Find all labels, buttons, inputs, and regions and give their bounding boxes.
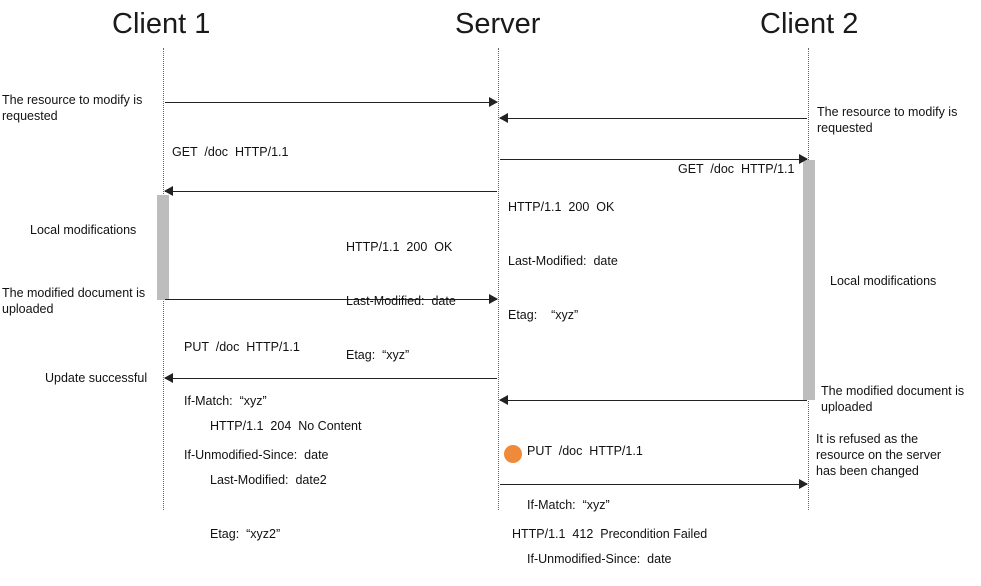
message-line: Last-Modified: date (346, 294, 456, 308)
client2-title: Client 2 (760, 8, 859, 40)
message-line: PUT /doc HTTP/1.1 (527, 444, 643, 458)
message-200-to-c1: HTTP/1.1 200 OK Last-Modified: date Etag… (346, 202, 456, 382)
message-line: HTTP/1.1 200 OK (346, 240, 453, 254)
client1-activation-bar (157, 195, 169, 300)
message-line: Etag: “xyz” (508, 308, 579, 322)
arrow-c1-put (165, 294, 498, 304)
arrowhead-left-icon (499, 395, 508, 405)
arrow-c1-get (165, 97, 498, 107)
arrowhead-left-icon (499, 113, 508, 123)
message-200-to-c2: HTTP/1.1 200 OK Last-Modified: date Etag… (508, 162, 618, 342)
arrow-c2-get (499, 113, 807, 123)
note-c2-local: Local modifications (830, 274, 937, 288)
message-line: GET /doc HTTP/1.1 (172, 145, 289, 159)
message-line: Last-Modified: date (508, 254, 618, 268)
message-line: If-Match: “xyz” (184, 394, 267, 408)
arrowhead-right-icon (489, 97, 498, 107)
message-line: HTTP/1.1 204 No Content (210, 419, 362, 433)
message-c1-get: GET /doc HTTP/1.1 (172, 107, 288, 179)
arrowhead-right-icon (489, 294, 498, 304)
arrowhead-right-icon (799, 479, 808, 489)
message-line: GET /doc HTTP/1.1 (678, 162, 795, 176)
arrowhead-left-icon (164, 373, 173, 383)
message-line: HTTP/1.1 412 Precondition Failed (512, 527, 708, 541)
message-204-to-c1: HTTP/1.1 204 No Content Last-Modified: d… (210, 381, 361, 561)
note-c2-upload: The modified document is uploaded (821, 384, 965, 414)
message-line: Etag: “xyz2” (210, 527, 281, 541)
server-title: Server (455, 8, 541, 40)
message-line: If-Unmodified-Since: date (184, 448, 329, 462)
note-c1-request: The resource to modify is requested (2, 93, 143, 123)
arrowhead-right-icon (799, 154, 808, 164)
message-line: Etag: “xyz” (346, 348, 410, 362)
client2-activation-bar (803, 160, 815, 400)
note-c1-local: Local modifications (30, 223, 137, 237)
arrow-412-to-c2 (500, 479, 808, 489)
message-line: PUT /doc HTTP/1.1 (184, 340, 300, 354)
arrow-204-to-c1 (164, 373, 497, 383)
arrow-200-to-c1 (164, 186, 497, 196)
note-c1-upload: The modified document is uploaded (2, 286, 146, 316)
message-412-to-c2: HTTP/1.1 412 Precondition Failed (512, 489, 707, 561)
message-line: If-Match: “xyz” (527, 498, 610, 512)
arrow-200-to-c2 (500, 154, 808, 164)
message-c1-put: PUT /doc HTTP/1.1 If-Match: “xyz” If-Unm… (184, 302, 329, 482)
note-c2-request: The resource to modify is requested (817, 105, 958, 135)
note-c1-success: Update successful (45, 371, 148, 385)
message-line: Last-Modified: date2 (210, 473, 327, 487)
note-c2-refused: It is refused as the resource on the ser… (816, 432, 942, 478)
arrow-c2-put (499, 395, 807, 405)
message-c2-get: GET /doc HTTP/1.1 (678, 124, 794, 196)
arrowhead-left-icon (164, 186, 173, 196)
server-lifeline (498, 48, 499, 510)
cursor-highlight-icon (504, 445, 522, 463)
message-line: HTTP/1.1 200 OK (508, 200, 615, 214)
client1-title: Client 1 (112, 8, 211, 40)
